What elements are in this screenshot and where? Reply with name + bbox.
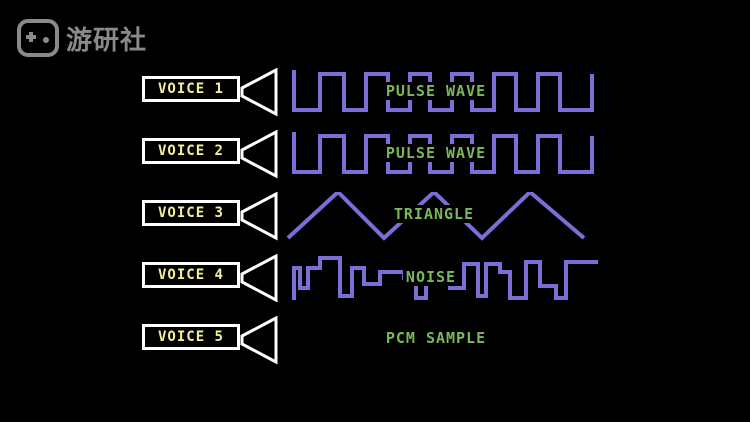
watermark-logo: 游研社 <box>16 18 147 58</box>
pulse-wave-graphic <box>292 70 594 112</box>
gamepad-icon <box>17 19 59 57</box>
voice-label: VOICE 3 <box>157 205 224 221</box>
wave-label: TRIANGLE <box>390 205 478 223</box>
voice-label: VOICE 5 <box>157 329 224 345</box>
speaker-icon <box>240 316 278 365</box>
voice-row-3: VOICE 3 TRIANGLE <box>0 192 750 242</box>
voice-box: VOICE 1 <box>142 76 240 102</box>
voice-row-2: VOICE 2 PULSE WAVE <box>0 130 750 180</box>
speaker-icon <box>240 254 278 303</box>
wave-label: PULSE WAVE <box>382 82 490 100</box>
pulse-wave-graphic <box>292 132 594 174</box>
voice-label: VOICE 2 <box>157 143 224 159</box>
wave-label: PCM SAMPLE <box>382 329 490 347</box>
watermark-text: 游研社 <box>66 25 148 56</box>
voice-row-1: VOICE 1 PULSE WAVE <box>0 68 750 118</box>
voice-label: VOICE 1 <box>157 81 224 97</box>
speaker-icon <box>240 68 278 117</box>
voice-label: VOICE 4 <box>157 267 224 283</box>
voice-box: VOICE 3 <box>142 200 240 226</box>
voice-box: VOICE 2 <box>142 138 240 164</box>
voice-box: VOICE 4 <box>142 262 240 288</box>
wave-label: NOISE <box>402 268 460 286</box>
wave-label: PULSE WAVE <box>382 144 490 162</box>
voice-row-4: VOICE 4 NOISE <box>0 254 750 304</box>
voice-box: VOICE 5 <box>142 324 240 350</box>
speaker-icon <box>240 130 278 179</box>
voice-row-5: VOICE 5 PCM SAMPLE <box>0 316 750 366</box>
speaker-icon <box>240 192 278 241</box>
